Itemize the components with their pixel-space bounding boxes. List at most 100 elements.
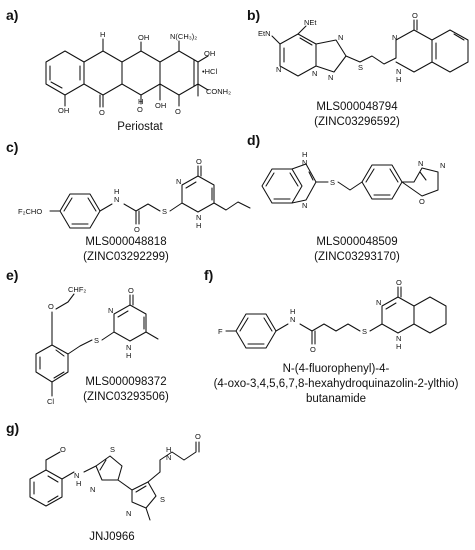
atom-label: O <box>412 11 418 20</box>
atom-label: H <box>76 479 81 488</box>
panel-f-label: f) <box>204 267 213 283</box>
atom-label: O <box>310 345 316 354</box>
atom-label: H <box>396 75 401 84</box>
atom-label: N <box>302 158 307 167</box>
atom-label: H <box>166 445 171 454</box>
atom-label: O <box>99 108 105 117</box>
atom-label: N <box>166 453 171 462</box>
panel-a: a) N(CH₃)₂ OH •HCl CONH₂ OH O OH O O H H… <box>6 7 231 133</box>
atom-label: O <box>396 278 402 287</box>
atom-label: O <box>60 445 66 454</box>
atom-label: H <box>302 150 307 159</box>
atom-label: O <box>419 197 425 206</box>
atom-label: H <box>396 342 401 351</box>
panel-f-caption-line: (4-oxo-3,4,5,6,7,8-hexahydroquinazolin-2… <box>214 378 459 390</box>
atom-label: H <box>114 187 119 196</box>
atom-label: O <box>195 432 201 441</box>
panel-b-caption-line: MLS000048794 <box>316 101 398 113</box>
panel-g-label: g) <box>6 420 19 436</box>
atom-label: OH <box>58 106 69 115</box>
atom-label: OH <box>138 33 149 42</box>
panel-f-caption-line: N-(4-fluorophenyl)-4- <box>283 363 390 375</box>
atom-label: S <box>358 63 363 72</box>
atom-label: S <box>362 327 367 336</box>
atom-label: H <box>126 351 131 360</box>
mls000098372-structure: O CHF₂ O N S N H Cl <box>35 285 159 406</box>
mls000048509-structure: H N N S O N N <box>261 150 445 210</box>
atom-label: N <box>74 471 79 480</box>
panel-d-label: d) <box>247 132 260 148</box>
mls000048818-structure: F₂CHO N H O S O N N H <box>18 157 251 234</box>
panel-c-label: c) <box>6 139 18 155</box>
atom-label: S <box>162 207 167 216</box>
atom-label: N <box>126 343 131 352</box>
atom-label: H <box>290 307 295 316</box>
atom-label: N <box>276 65 281 74</box>
panel-f-caption-line: butanamide <box>306 393 366 405</box>
panel-e-label: e) <box>6 267 18 283</box>
atom-label: Cl <box>47 397 54 406</box>
atom-label: O <box>196 157 202 166</box>
atom-label: S <box>330 178 335 187</box>
atom-label: N <box>440 161 445 170</box>
atom-label: S <box>94 336 99 345</box>
atom-label: EtN <box>258 29 271 38</box>
panel-b-caption-line: (ZINC03296592) <box>314 116 400 128</box>
atom-label: O <box>137 105 143 114</box>
panel-b: b) EtN NEt N N N N S O N N H MLS00004879… <box>247 7 469 128</box>
panel-d-caption-line: MLS000048509 <box>316 236 397 248</box>
atom-label: N <box>418 159 423 168</box>
atom-label: N <box>176 177 181 186</box>
atom-label: N <box>90 485 95 494</box>
atom-label: N <box>396 334 401 343</box>
panel-f: f) F N H O S O N N H N-(4-fluorophenyl)-… <box>204 267 459 405</box>
atom-label: N <box>114 195 119 204</box>
atom-label: CHF₂ <box>68 285 86 294</box>
atom-label: S <box>110 445 115 454</box>
atom-label: N <box>126 509 131 518</box>
panel-b-label: b) <box>247 7 260 23</box>
atom-label: N <box>338 33 343 42</box>
atom-label: N <box>290 315 295 324</box>
panel-e-caption-line: MLS000098372 <box>85 376 166 388</box>
panel-e: e) O CHF₂ O N S N H Cl MLS000098372 (ZIN… <box>6 267 169 406</box>
panel-d: d) H N N S O N N MLS000048509 (ZINC03293… <box>247 132 445 263</box>
atom-label: N <box>108 306 113 315</box>
atom-label: O <box>48 302 54 311</box>
panel-c-caption-line: (ZINC03292299) <box>83 251 169 263</box>
atom-label: OH <box>155 101 166 110</box>
panel-e-caption-line: (ZINC03293506) <box>83 391 169 403</box>
panel-g-caption-line: JNJ0966 <box>89 531 134 543</box>
panel-g: g) O N H N S N S N H O JNJ0966 <box>6 420 201 543</box>
atom-label: F <box>218 327 223 336</box>
atom-label: N <box>312 69 317 78</box>
atom-label: H <box>196 221 201 230</box>
atom-label: CONH₂ <box>206 87 231 96</box>
atom-label: O <box>175 107 181 116</box>
atom-label: •HCl <box>202 67 217 76</box>
atom-label: N <box>328 73 333 82</box>
atom-label: H <box>100 30 105 39</box>
atom-label: H <box>138 97 143 106</box>
periostat-structure: N(CH₃)₂ OH •HCl CONH₂ OH O OH O O H H OH <box>45 30 231 117</box>
mls000048794-structure: EtN NEt N N N N S O N N H <box>258 11 469 84</box>
atom-label: N(CH₃)₂ <box>170 32 197 41</box>
atom-label: S <box>160 495 165 504</box>
jnj0966-structure: O N H N S N S N H O <box>29 432 201 521</box>
atom-label: N <box>302 201 307 210</box>
atom-label: N <box>392 33 397 42</box>
panel-d-caption-line: (ZINC03293170) <box>314 251 400 263</box>
panel-c: c) F₂CHO N H O S O N N H MLS000048818 (Z… <box>6 139 251 263</box>
atom-label: F₂CHO <box>18 207 42 216</box>
panel-a-caption-line: Periostat <box>117 121 163 133</box>
atom-label: N <box>376 298 381 307</box>
panel-f-structure: F N H O S O N N H <box>218 278 447 354</box>
atom-label: NEt <box>304 18 317 27</box>
atom-label: O <box>128 286 134 295</box>
panel-c-caption-line: MLS000048818 <box>85 236 166 248</box>
atom-label: O <box>134 225 140 234</box>
atom-label: N <box>396 67 401 76</box>
panel-a-label: a) <box>6 7 18 23</box>
atom-label: N <box>196 213 201 222</box>
